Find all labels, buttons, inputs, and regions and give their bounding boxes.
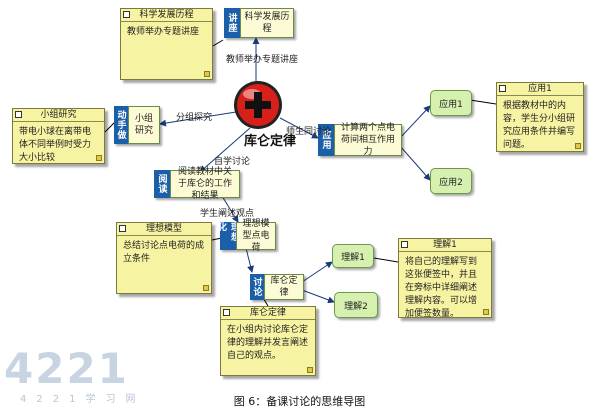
edge-label-teacher: 教师举办专题讲座 [226,55,299,65]
node-yuedu[interactable]: 阅读 阅读教材中关于库仑的工作和结果 [154,167,240,201]
edge-center-yingyong [279,117,319,139]
edge-center-yuedu [199,127,251,173]
edge-label-self: 自学讨论 [214,157,251,167]
watermark-site: 4221学习网 [20,394,146,405]
note-kulun[interactable]: 库仑定律 在小组内讨论库仑定律的理解并发言阐述自己的观点。 [220,306,316,376]
note-lijie1-body: 将自己的理解写到这张便签中，并且在旁标中详细阐述理解内容。可以增加便签数量。 [405,257,478,319]
resize-corner-icon[interactable] [307,367,313,373]
node-lixiang-text: 理想模型点电荷 [236,219,276,253]
edge-label-student: 学生阐述观点 [200,209,255,219]
node-kexue-text: 科学发展历程 [240,8,294,38]
pill-lijie1[interactable]: 理解1 [332,244,374,268]
node-taolun[interactable]: 讨论 库仑定律 [250,274,304,300]
node-kexue-tag: 讲座 [224,8,240,38]
note-lixiang-title: 理想模型 [145,224,182,234]
node-yingyong-text: 计算两个点电荷间相互作用力 [334,123,402,157]
note-icon [223,309,230,316]
node-taolun-text: 库仑定律 [264,274,304,300]
edge-yingyong-yy1 [399,105,431,139]
link-note-xiaozu [104,121,116,133]
note-lijie1[interactable]: 理解1 将自己的理解写到这张便签中，并且在旁标中详细阐述理解内容。可以增加便签数… [398,238,492,319]
resize-corner-icon[interactable] [96,155,102,161]
note-icon [119,225,126,232]
resize-corner-icon[interactable] [483,309,489,315]
node-xiaozu[interactable]: 动手做 小组研究 [114,106,160,144]
note-yingyong1-title: 应用1 [528,84,552,94]
node-yuedu-tag: 阅读 [154,170,170,198]
note-icon [15,111,22,118]
node-xiaozu-text: 小组研究 [128,106,160,144]
node-lixiang-tag: 理想化 [216,222,239,250]
note-lijie1-title: 理解1 [433,240,457,250]
central-topic-icon[interactable] [233,80,283,130]
resize-corner-icon[interactable] [204,71,210,77]
edge-yuedu-lixiang [221,195,239,223]
pill-yingyong2[interactable]: 应用2 [430,168,472,194]
link-note-yingyong1 [469,99,497,105]
node-yuedu-text: 阅读教材中关于库仑的工作和结果 [170,167,240,201]
note-yingyong1-body: 根据教材中的内容，学生分小组研究应用条件并编写问题。 [503,101,576,150]
pill-yingyong1[interactable]: 应用1 [430,90,472,116]
edge-center-xiaozu [159,111,237,127]
note-icon [401,241,408,248]
note-xiaozu[interactable]: 小组研究 带电小球在离带电体不同举例时受力大小比较 [12,108,105,164]
edge-label-apply: 师生同讨论 [286,127,332,137]
link-note-kexue [212,39,224,47]
note-xiaozu-body: 带电小球在离带电体不同举例时受力大小比较 [19,127,92,163]
resize-corner-icon[interactable] [203,285,209,291]
watermark-number: 4221 [4,344,129,393]
link-note-lijie1 [373,257,399,263]
node-xiaozu-tag: 动手做 [114,106,128,144]
edge-taolun-lj2 [301,289,335,304]
note-kexue[interactable]: 科学发展历程 教师举办专题讲座 [120,8,213,80]
central-topic-title: 库仑定律 [244,134,297,149]
note-lixiang-body: 总结讨论点电荷的成立条件 [123,241,205,264]
note-kexue-title: 科学发展历程 [139,10,194,20]
note-icon [499,85,506,92]
watermark-logo: 4221 4221学习网 [4,344,146,406]
node-taolun-tag: 讨论 [250,274,264,300]
note-yingyong1[interactable]: 应用1 根据教材中的内容，学生分小组研究应用条件并编写问题。 [496,82,584,152]
note-lixiang[interactable]: 理想模型 总结讨论点电荷的成立条件 [116,222,212,294]
edge-yingyong-yy2 [399,145,431,181]
resize-corner-icon[interactable] [575,143,581,149]
node-yingyong-tag: 应用 [318,124,334,156]
edge-lixiang-taolun [245,247,254,273]
note-xiaozu-title: 小组研究 [40,110,77,120]
edge-taolun-lj1 [301,261,333,283]
note-kexue-body: 教师举办专题讲座 [127,27,200,37]
note-kulun-body: 在小组内讨论库仑定律的理解并发言阐述自己的观点。 [227,325,309,361]
node-lixiang[interactable]: 理想化 理想模型点电荷 [216,219,276,253]
node-yingyong[interactable]: 应用 计算两个点电荷间相互作用力 [318,123,402,157]
pill-lijie2[interactable]: 理解2 [334,292,378,318]
note-icon [123,11,130,18]
node-kexue[interactable]: 讲座 科学发展历程 [224,8,294,38]
note-kulun-title: 库仑定律 [249,308,286,318]
figure-caption: 图 6：备课讨论的思维导图 [233,395,366,408]
edge-label-group: 分组探究 [176,113,213,123]
